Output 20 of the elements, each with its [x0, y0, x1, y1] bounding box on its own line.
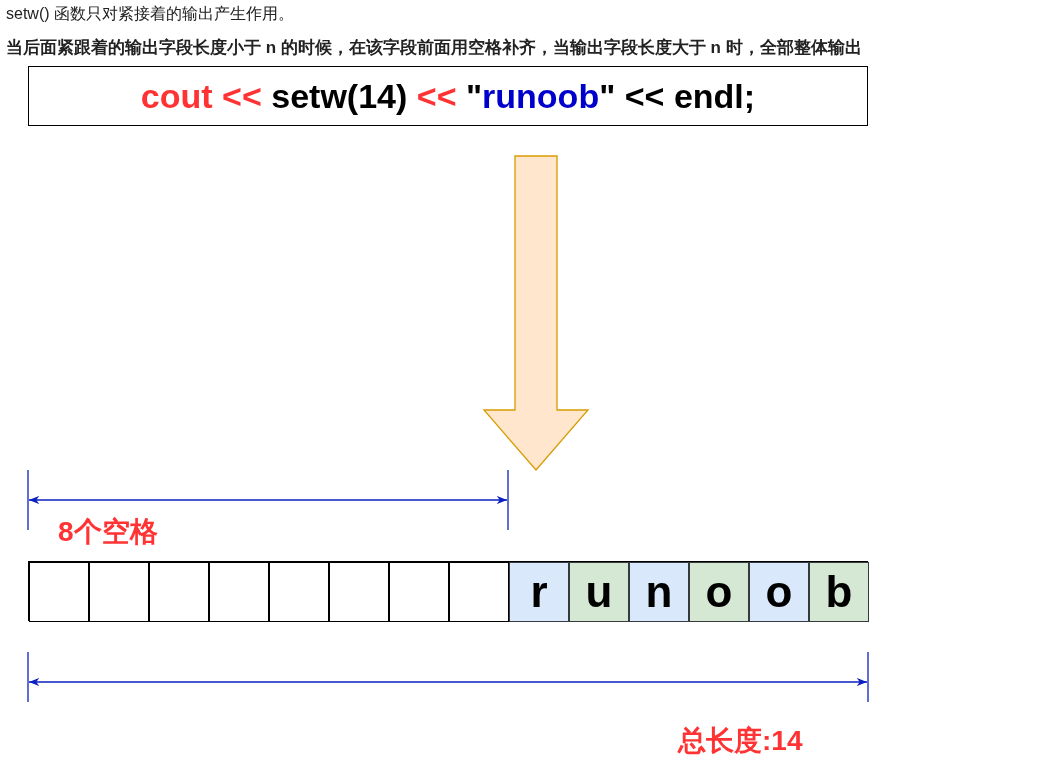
- character-text: u: [585, 570, 613, 614]
- code-text: cout << setw(14) << "runoob" << endl;: [140, 76, 756, 116]
- description-text: setw() 函数只对紧接着的输出产生作用。: [6, 4, 294, 24]
- character-cell: [629, 562, 689, 622]
- character-row: [28, 561, 868, 621]
- character-cell: [509, 562, 569, 622]
- description-text: 当后面紧跟着的输出字段长度小于 n 的时候，在该字段前面用空格补齐，当输出字段长度大于 n 时，全部整体输出: [6, 37, 862, 59]
- dimension-label: 8个空格: [58, 515, 158, 549]
- character-cell: [569, 562, 629, 622]
- character-text: b: [825, 570, 853, 614]
- character-text: n: [645, 570, 673, 614]
- character-text: o: [705, 570, 733, 614]
- character-cell: [689, 562, 749, 622]
- block-arrow: [482, 155, 590, 471]
- dimension-label: 总长度:14: [678, 724, 803, 758]
- character-cell: [749, 562, 809, 622]
- character-text: o: [765, 570, 793, 614]
- character-text: r: [530, 570, 548, 614]
- character-cell: [809, 562, 869, 622]
- code-box: [28, 66, 868, 126]
